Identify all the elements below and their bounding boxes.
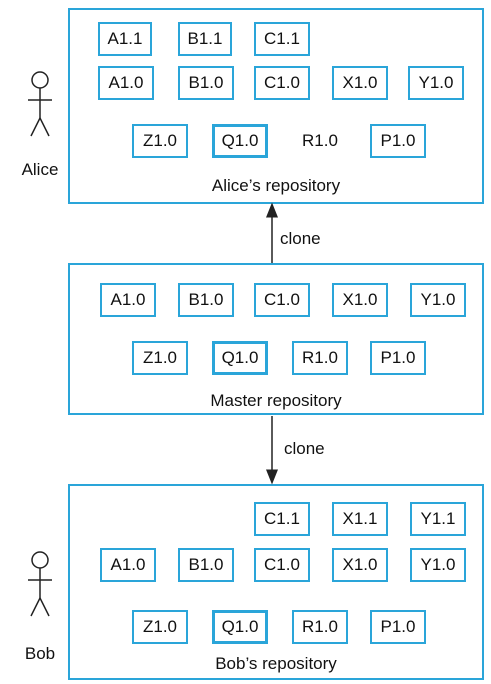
version-box: A1.1 xyxy=(98,22,152,56)
version-box: C1.1 xyxy=(254,22,310,56)
version-box: Q1.0 xyxy=(212,124,268,158)
repository-label: Bob’s repository xyxy=(215,654,337,673)
version-box: C1.0 xyxy=(254,548,310,582)
stick-figure-icon xyxy=(28,551,52,617)
alice-repository: A1.1 B1.1 C1.1 A1.0 B1.0 C1.0 X1.0 Y1.0 … xyxy=(68,8,484,204)
version-box: Q1.0 xyxy=(212,610,268,644)
version-box: Y1.0 xyxy=(410,283,466,317)
version-box: R1.0 xyxy=(292,610,348,644)
version-box: Z1.0 xyxy=(132,341,188,375)
version-box: P1.0 xyxy=(370,610,426,644)
version-box: Y1.0 xyxy=(408,66,464,100)
clone-label: clone xyxy=(284,439,325,458)
version-box: B1.0 xyxy=(178,66,234,100)
version-box: P1.0 xyxy=(370,124,426,158)
version-box: Y1.0 xyxy=(410,548,466,582)
version-box: Y1.1 xyxy=(410,502,466,536)
version-box: B1.0 xyxy=(178,548,234,582)
alice-name: Alice xyxy=(21,160,59,179)
version-box: X1.0 xyxy=(332,283,388,317)
version-box: B1.1 xyxy=(178,22,232,56)
version-box: A1.0 xyxy=(98,66,154,100)
bob-actor xyxy=(20,550,60,635)
version-box: X1.1 xyxy=(332,502,388,536)
bob-repository: C1.1 X1.1 Y1.1 A1.0 B1.0 C1.0 X1.0 Y1.0 … xyxy=(68,484,484,680)
version-box: Z1.0 xyxy=(132,610,188,644)
stick-figure-icon xyxy=(28,71,52,137)
version-box: X1.0 xyxy=(332,548,388,582)
version-box: C1.0 xyxy=(254,66,310,100)
version-box: P1.0 xyxy=(370,341,426,375)
version-box: R1.0 xyxy=(292,341,348,375)
repository-label: Alice’s repository xyxy=(211,176,341,195)
version-label: R1.0 xyxy=(302,131,338,150)
repository-label: Master repository xyxy=(210,391,342,410)
version-box: B1.0 xyxy=(178,283,234,317)
alice-actor xyxy=(20,70,60,155)
bob-name: Bob xyxy=(24,644,56,663)
version-box: C1.0 xyxy=(254,283,310,317)
version-box: A1.0 xyxy=(100,548,156,582)
version-box: C1.1 xyxy=(254,502,310,536)
master-repository: A1.0 B1.0 C1.0 X1.0 Y1.0 Z1.0 Q1.0 R1.0 … xyxy=(68,263,484,415)
version-box: Q1.0 xyxy=(212,341,268,375)
version-box: Z1.0 xyxy=(132,124,188,158)
version-box: A1.0 xyxy=(100,283,156,317)
version-box: X1.0 xyxy=(332,66,388,100)
clone-label: clone xyxy=(280,229,321,248)
